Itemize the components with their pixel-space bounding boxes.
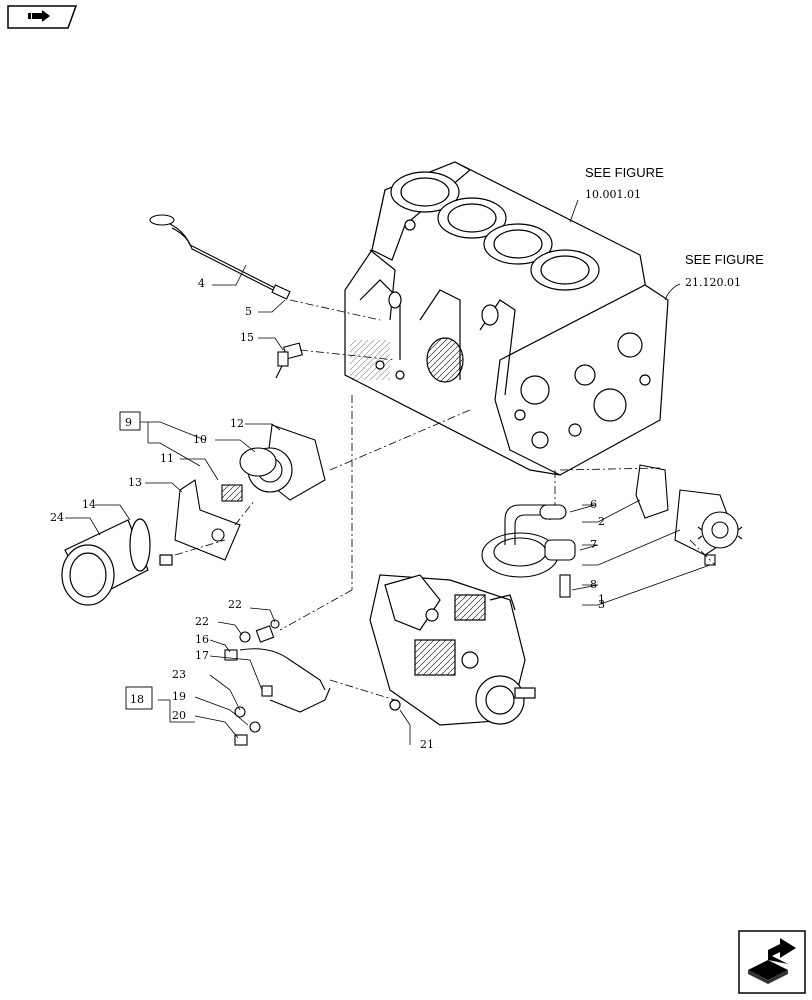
callout-15[interactable]: 15 (240, 331, 254, 344)
callout-4[interactable]: 4 (198, 277, 205, 290)
oil-pump (635, 464, 743, 566)
callout-6[interactable]: 6 (590, 498, 597, 511)
oil-strainer (481, 504, 576, 598)
callout-3[interactable]: 3 (598, 598, 605, 611)
engine-block-reference-code[interactable]: 10.001.01 (585, 188, 641, 201)
callout-2[interactable]: 2 (598, 515, 605, 528)
engine-block (344, 161, 669, 476)
callout-5[interactable]: 5 (245, 305, 252, 318)
dipstick (149, 214, 291, 300)
engine-block-reference-heading: SEE FIGURE (585, 165, 664, 180)
injection-pump (369, 574, 536, 726)
callout-19[interactable]: 19 (172, 690, 186, 703)
callout-11[interactable]: 11 (160, 452, 174, 465)
callout-7[interactable]: 7 (590, 538, 597, 551)
book-arrow-icon[interactable] (6, 4, 78, 30)
timing-case-reference-heading: SEE FIGURE (685, 252, 764, 267)
assembly-lines (174, 299, 716, 701)
oil-filter (61, 518, 173, 606)
callout-14[interactable]: 14 (82, 498, 96, 511)
callout-13[interactable]: 13 (128, 476, 142, 489)
callout-16[interactable]: 16 (195, 633, 209, 646)
callout-24[interactable]: 24 (50, 511, 64, 524)
callout-10[interactable]: 10 (193, 433, 207, 446)
callout-9[interactable]: 9 (125, 416, 132, 429)
callout-18[interactable]: 18 (130, 693, 144, 706)
callout-21[interactable]: 21 (420, 738, 434, 751)
callout-23[interactable]: 23 (172, 668, 186, 681)
callout-1[interactable]: 1 (598, 593, 605, 606)
callout-8[interactable]: 8 (590, 578, 597, 591)
callout-12[interactable]: 12 (230, 417, 244, 430)
callout-20[interactable]: 20 (172, 709, 186, 722)
callout-17[interactable]: 17 (195, 649, 209, 662)
callout-22-lower[interactable]: 22 (195, 615, 209, 628)
oil-filter-head (221, 424, 326, 502)
timing-case-reference-code[interactable]: 21.120.01 (685, 276, 741, 289)
next-page-arrow-icon[interactable] (738, 930, 806, 994)
oil-pipe-assembly (224, 619, 331, 746)
callout-22-upper[interactable]: 22 (228, 598, 242, 611)
oil-pressure-switch (275, 342, 303, 379)
